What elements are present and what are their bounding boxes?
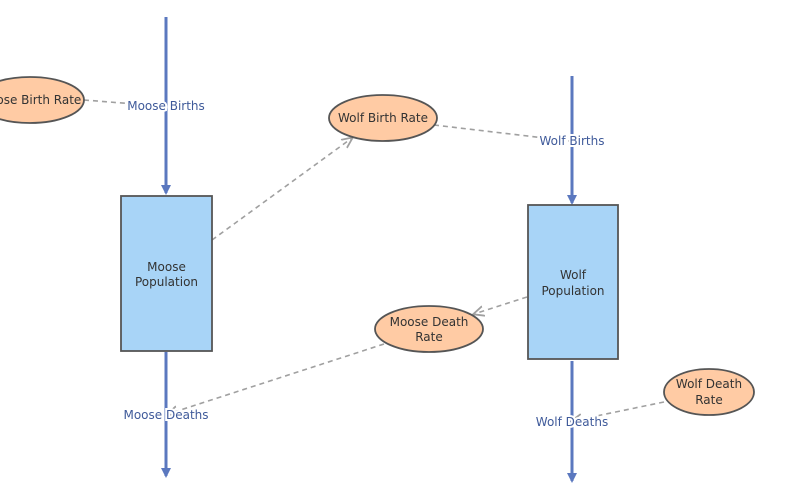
variable-moose-birth-rate[interactable]: Moose Birth Rate xyxy=(0,76,85,124)
stock-label-line2: Population xyxy=(541,284,604,298)
variable-label-line1: Moose Death xyxy=(390,315,469,329)
link-wolf-birth-rate-to-wolf-births xyxy=(433,124,571,142)
link-wolf-death-rate-to-wolf-deaths xyxy=(572,401,665,421)
variable-label: Moose Birth Rate xyxy=(0,93,81,107)
stock-box xyxy=(120,195,213,352)
variable-ellipse xyxy=(328,94,438,142)
stock-moose-population[interactable]: Moose Population xyxy=(120,195,213,352)
variable-moose-death-rate[interactable]: Moose Death Rate xyxy=(374,305,484,353)
link-moose-death-rate-to-moose-deaths xyxy=(168,343,385,414)
flow-label-wolf-births[interactable]: Wolf Births xyxy=(538,132,607,150)
flow-label-wolf-deaths[interactable]: Wolf Deaths xyxy=(534,413,610,431)
stock-label-line1: Wolf xyxy=(560,268,587,282)
link-moose-birth-rate-to-births xyxy=(83,99,161,107)
stock-box xyxy=(527,204,619,360)
variable-wolf-birth-rate[interactable]: Wolf Birth Rate xyxy=(328,94,438,142)
variable-wolf-death-rate[interactable]: Wolf Death Rate xyxy=(663,368,755,416)
variable-label-line2: Rate xyxy=(415,330,443,344)
stock-label-line1: Moose xyxy=(147,260,186,274)
flow-label-moose-births[interactable]: Moose Births xyxy=(125,97,207,115)
variable-label-line1: Wolf Death xyxy=(676,377,742,391)
variable-label: Wolf Birth Rate xyxy=(338,111,428,125)
stock-label-line2: Population xyxy=(135,275,198,289)
link-moose-population-to-wolf-birth-rate xyxy=(211,138,352,241)
variable-ellipse xyxy=(663,368,755,416)
variable-ellipse xyxy=(0,76,85,124)
flow-label-moose-deaths[interactable]: Moose Deaths xyxy=(121,406,210,424)
variable-label-line2: Rate xyxy=(695,393,723,407)
stock-wolf-population[interactable]: Wolf Population xyxy=(527,204,619,360)
variable-ellipse xyxy=(374,305,484,353)
link-wolf-population-to-moose-death-rate xyxy=(474,296,528,314)
